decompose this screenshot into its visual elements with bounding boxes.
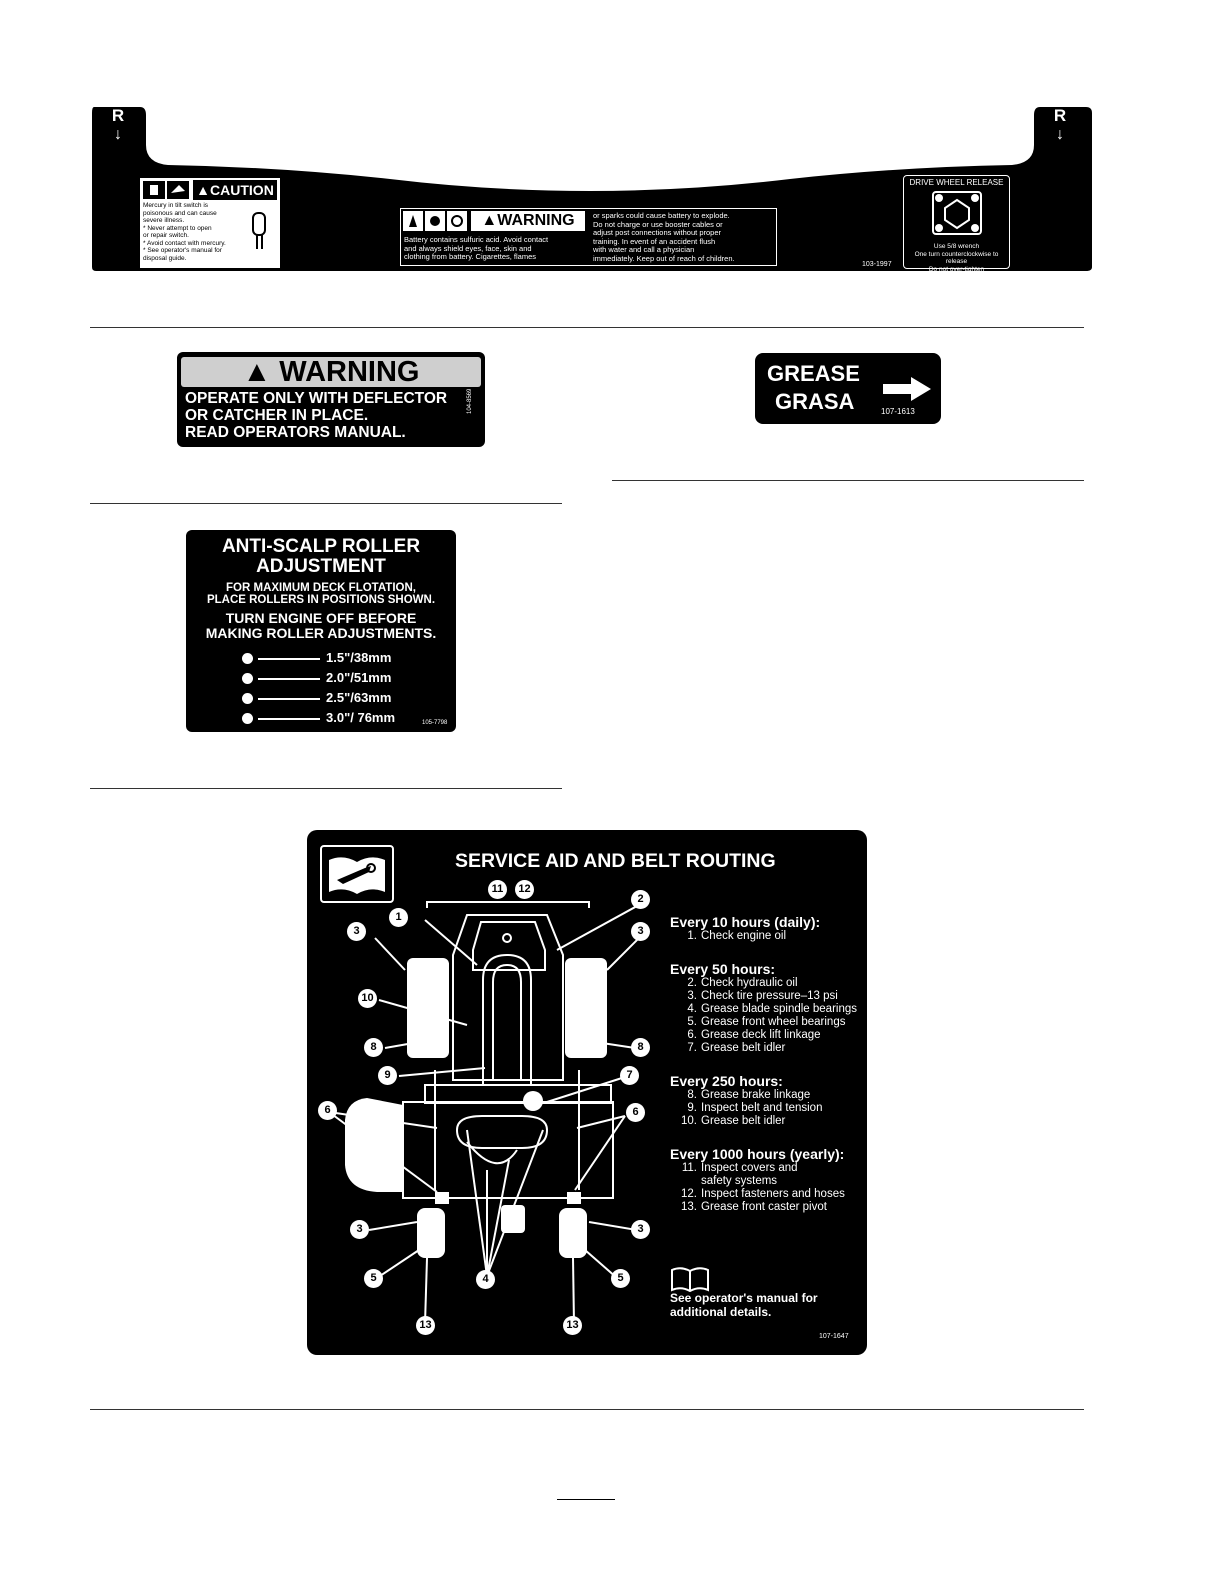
part-number: 107-1647	[819, 1333, 849, 1340]
motion-control-label: MOTION CONTROL	[95, 6, 141, 26]
callout: 7	[620, 1066, 639, 1085]
schedule-heading: Every 250 hours:	[670, 1073, 783, 1089]
deflector-warning-decal: ▲ WARNING OPERATE ONLY WITH DEFLECTOR OR…	[177, 352, 485, 447]
callout: 11	[488, 880, 507, 899]
down-arrow-icon: ↓	[1056, 126, 1064, 143]
deflector-warning-text: OPERATE ONLY WITH DEFLECTOR OR CATCHER I…	[185, 390, 448, 441]
motion-control-left: MOTION CONTROL ↑ N R ↓	[90, 0, 146, 165]
schedule-item: 5.Grease front wheel bearings	[687, 1016, 846, 1028]
motion-control-right: MOTION CONTROL ↑ N R ↓	[1032, 0, 1088, 165]
schedule-item: 6.Grease deck lift linkage	[687, 1029, 821, 1041]
motion-control-label: MOTION CONTROL	[1037, 6, 1083, 26]
schedule-item: 10.Grease belt idler	[681, 1115, 786, 1127]
wheel-hub-icon	[931, 191, 982, 235]
battery-pictogram-icon	[403, 211, 467, 231]
anti-scalp-title: ANTI-SCALP ROLLER	[221, 536, 421, 557]
divider	[90, 1409, 1084, 1410]
part-number: 103-1997	[862, 261, 892, 268]
part-number: 105-7798	[422, 720, 448, 726]
neutral-letter: N	[111, 86, 125, 105]
manual-note: See operator's manual for additional det…	[670, 1291, 818, 1319]
callout: 1	[389, 908, 408, 927]
callout: 5	[611, 1269, 630, 1288]
turtle-icon	[1032, 65, 1088, 86]
service-aid-title: SERVICE AID AND BELT ROUTING	[455, 850, 776, 872]
decal-shape	[92, 107, 1092, 271]
callout: 5	[364, 1269, 383, 1288]
drive-wheel-release-panel: DRIVE WHEEL RELEASE Use 5/8 wrench One t…	[903, 175, 1010, 273]
up-arrow-icon: ↑	[1056, 26, 1064, 43]
caution-text: Mercury in tilt switch is poisonous and …	[143, 202, 226, 262]
warning-triangle-icon: ▲	[242, 356, 272, 388]
turtle-icon	[90, 65, 146, 86]
rabbit-icon	[1032, 44, 1088, 65]
down-arrow-icon: ↓	[114, 126, 122, 143]
warning-triangle-icon: ▲	[196, 182, 211, 198]
schedule-heading: Every 1000 hours (yearly):	[670, 1146, 845, 1162]
callout: 13	[563, 1316, 582, 1335]
schedule-item: 9.Inspect belt and tension	[687, 1102, 823, 1114]
battery-warning-panel: ▲WARNING Battery contains sulfuric acid.…	[400, 208, 777, 266]
schedule-item: 1.Check engine oil	[687, 930, 787, 942]
battery-warning-text: Battery contains sulfuric acid. Avoid co…	[404, 235, 549, 261]
callout: 13	[416, 1316, 435, 1335]
divider	[90, 788, 562, 789]
maintenance-schedule: Every 10 hours (daily): 1.Check engine o…	[670, 914, 865, 1214]
caution-pictogram-icon	[143, 181, 189, 199]
grease-decal: GREASE GRASA 107-1613	[755, 353, 941, 424]
caution-label: ▲CAUTION	[193, 180, 277, 200]
callout: 12	[515, 880, 534, 899]
callout: 6	[626, 1103, 645, 1122]
callout: 8	[364, 1038, 383, 1057]
battery-warning-label: ▲WARNING	[471, 211, 585, 231]
anti-scalp-roller-decal: ANTI-SCALP ROLLER ADJUSTMENT FOR MAXIMUM…	[186, 530, 456, 732]
callout: 6	[318, 1101, 337, 1120]
callout: 2	[631, 890, 650, 909]
schedule-item: safety systems	[701, 1175, 778, 1187]
rabbit-icon	[90, 44, 146, 65]
grasa-label: GRASA	[775, 389, 855, 414]
tilt-switch-icon	[252, 212, 266, 249]
schedule-item: 7.Grease belt idler	[687, 1042, 786, 1054]
reverse-letter: R	[1053, 106, 1067, 125]
divider	[90, 327, 1084, 328]
page-number-line	[557, 1499, 615, 1500]
schedule-item: 2.Check hydraulic oil	[687, 977, 798, 989]
callout: 3	[631, 1220, 650, 1239]
divider	[90, 503, 562, 504]
callout: 3	[350, 1220, 369, 1239]
callout: 3	[347, 922, 366, 941]
schedule-item: 12.Inspect fasteners and hoses	[681, 1188, 845, 1200]
part-number: 107-1613	[881, 407, 915, 416]
battery-warning-text-continued: or sparks could cause battery to explode…	[593, 211, 735, 263]
book-icon	[671, 1267, 709, 1292]
warning-band: ▲ WARNING	[181, 357, 481, 387]
schedule-item: 8.Grease brake linkage	[687, 1089, 811, 1101]
mower-belt-diagram	[328, 901, 640, 1325]
book-wrench-icon	[320, 845, 394, 903]
schedule-heading: Every 10 hours (daily):	[670, 914, 821, 930]
callout: 8	[631, 1038, 650, 1057]
arrow-right-icon	[883, 377, 931, 401]
service-aid-decal: SERVICE AID AND BELT ROUTING	[307, 830, 867, 1355]
warning-triangle-icon: ▲	[481, 212, 498, 229]
neutral-letter: N	[1053, 86, 1067, 105]
up-arrow-icon: ↑	[114, 26, 122, 43]
callout: 9	[378, 1066, 397, 1085]
grease-label: GREASE	[767, 361, 860, 386]
divider	[612, 480, 1084, 481]
schedule-item: 4.Grease blade spindle bearings	[687, 1003, 857, 1015]
reverse-letter: R	[111, 106, 125, 125]
schedule-item: 13.Grease front caster pivot	[681, 1201, 827, 1213]
schedule-heading: Every 50 hours:	[670, 961, 776, 977]
part-number: 104-8569	[467, 388, 473, 414]
drive-wheel-release-title: DRIVE WHEEL RELEASE	[909, 178, 1004, 187]
schedule-item: 11.Inspect covers and	[681, 1162, 798, 1174]
schedule-item: 3.Check tire pressure–13 psi	[687, 990, 838, 1002]
caution-panel: ▲CAUTION Mercury in tilt switch is poiso…	[140, 178, 280, 268]
callout: 10	[358, 989, 377, 1008]
callout: 3	[631, 922, 650, 941]
callout: 4	[476, 1270, 495, 1289]
anti-scalp-title-2: ADJUSTMENT	[256, 556, 386, 577]
